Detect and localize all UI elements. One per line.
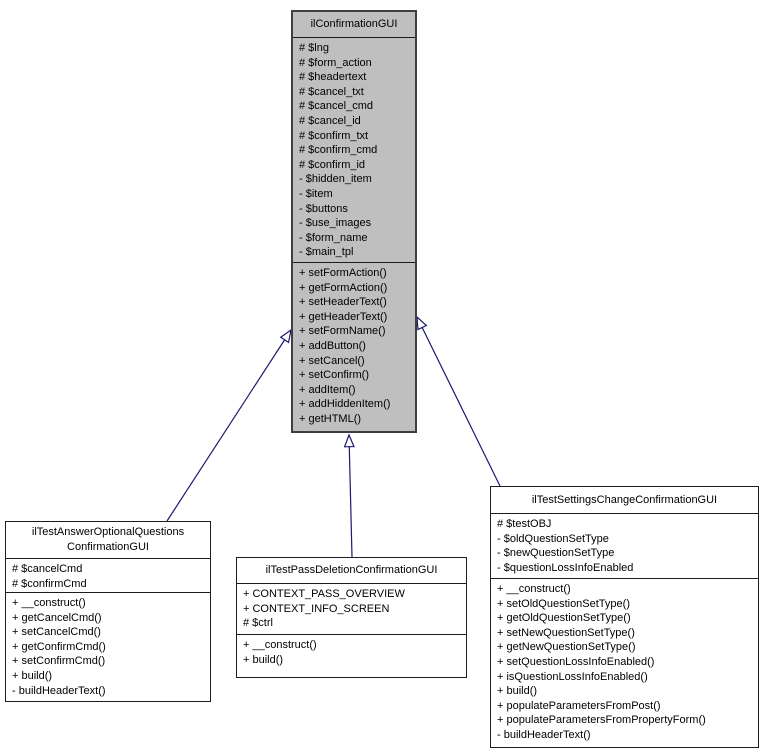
class-box-ilTestPassDeletionConfirmationGUI: ilTestPassDeletionConfirmationGUI + CONT…: [236, 557, 467, 678]
method-line: + setFormName(): [299, 325, 386, 338]
method-line: + getHeaderText(): [299, 310, 388, 323]
method-line: - buildHeaderText(): [12, 684, 106, 697]
method-line: + getHTML(): [299, 412, 362, 425]
attribute-line: # $cancel_id: [299, 114, 361, 127]
method-line: + addButton(): [299, 339, 366, 352]
method-line: + getConfirmCmd(): [12, 640, 106, 653]
method-line: + __construct(): [12, 597, 86, 609]
method-line: + addItem(): [299, 383, 356, 396]
class-attributes: # $lng# $form_action# $headertext# $canc…: [293, 38, 415, 263]
method-line: + isQuestionLossInfoEnabled(): [497, 670, 648, 683]
attribute-line: # $cancelCmd: [12, 563, 83, 575]
class-title: ilTestSettingsChangeConfirmationGUI: [491, 487, 758, 514]
method-line: + build(): [243, 653, 284, 666]
method-line: + setConfirmCmd(): [12, 655, 106, 668]
attribute-line: - $form_name: [299, 231, 368, 244]
method-line: + __construct(): [243, 639, 317, 651]
method-line: + getFormAction(): [299, 281, 388, 294]
attribute-line: # $confirmCmd: [12, 577, 87, 590]
class-methods: + __construct() + getCancelCmd() + setCanc…: [6, 593, 210, 701]
class-box-ilTestSettingsChangeConfirmationGUI: ilTestSettingsChangeConfirmationGUI # $t…: [490, 486, 759, 748]
attribute-line: # $cancel_cmd: [299, 100, 373, 113]
method-line: + build(): [12, 669, 53, 682]
method-line: + __construct(): [497, 583, 571, 595]
attribute-line: # $headertext: [299, 71, 367, 84]
method-line: + populateParametersFromPropertyForm(): [497, 714, 706, 727]
attribute-line: - $newQuestionSetType: [497, 547, 615, 560]
attribute-line: - $use_images: [299, 217, 372, 230]
attribute-line: - $questionLossInfoEnabled: [497, 561, 634, 574]
attribute-line: # $testOBJ: [497, 518, 552, 530]
method-line: + build(): [497, 685, 538, 698]
class-methods: + __construct() + build(): [237, 635, 466, 677]
class-title: ilTestPassDeletionConfirmationGUI: [237, 558, 466, 584]
class-methods: + setFormAction() + getFormAction() + setH…: [293, 263, 415, 431]
method-line: + setCancel(): [299, 354, 365, 367]
class-title-line: ilTestAnswerOptionalQuestions: [31, 526, 185, 539]
method-line: + setHeaderText(): [299, 296, 387, 309]
method-line: + getCancelCmd(): [12, 611, 102, 624]
inheritance-edge-answer-optional: [166, 330, 291, 522]
attribute-line: # $confirm_txt: [299, 129, 369, 142]
attribute-line: # $confirm_cmd: [299, 144, 378, 157]
class-title: ilConfirmationGUI: [293, 12, 415, 38]
method-line: + setCancelCmd(): [12, 626, 101, 639]
inheritance-edge-settings-change: [417, 317, 501, 487]
class-methods: + __construct() + setOldQuestionSetType()…: [491, 579, 758, 747]
class-attributes: # $testOBJ - $oldQuestionSetType - $newQue…: [491, 514, 758, 579]
method-line: + setConfirm(): [299, 369, 369, 382]
method-line: + setOldQuestionSetType(): [497, 597, 630, 610]
class-attributes: + CONTEXT_PASS_OVERVIEW + CONTEXT_INFO_SC…: [237, 584, 466, 635]
attribute-line: # $confirm_id: [299, 158, 366, 171]
class-box-ilConfirmationGUI: ilConfirmationGUI # $lng # $form_action # …: [291, 10, 417, 433]
class-title-line: ilTestSettingsChangeConfirmationGUI: [531, 493, 718, 506]
method-line: + getOldQuestionSetType(): [497, 612, 631, 625]
class-attributes: # $cancelCmd # $confirmCmd: [6, 559, 210, 593]
inheritance-edge-pass-deletion: [349, 435, 352, 558]
attribute-line: # $cancel_txt: [299, 85, 364, 98]
method-line: + setQuestionLossInfoEnabled(): [497, 655, 655, 668]
attribute-line: - $item: [299, 187, 333, 200]
attribute-line: - $hidden_item: [299, 173, 372, 186]
attribute-line: + CONTEXT_PASS_OVERVIEW: [243, 588, 405, 600]
attribute-line: # $ctrl: [243, 617, 273, 630]
attribute-line: # $lng: [299, 42, 329, 54]
attribute-line: - $buttons: [299, 202, 348, 215]
attribute-line: # $form_action: [299, 56, 372, 69]
method-line: + populateParametersFromPost(): [497, 699, 661, 712]
method-line: + setFormAction(): [299, 267, 387, 279]
attribute-line: + CONTEXT_INFO_SCREEN: [243, 602, 390, 615]
class-title-line: ConfirmationGUI: [67, 541, 149, 553]
class-title-line: ilTestPassDeletionConfirmationGUI: [265, 564, 438, 577]
method-line: + getNewQuestionSetType(): [497, 641, 636, 654]
method-line: + addHiddenItem(): [299, 398, 391, 411]
method-line: - buildHeaderText(): [497, 728, 591, 741]
attribute-line: - $oldQuestionSetType: [497, 532, 609, 545]
method-line: + setNewQuestionSetType(): [497, 626, 635, 639]
class-title-line: ilConfirmationGUI: [310, 18, 398, 31]
attribute-line: - $main_tpl: [299, 246, 354, 259]
